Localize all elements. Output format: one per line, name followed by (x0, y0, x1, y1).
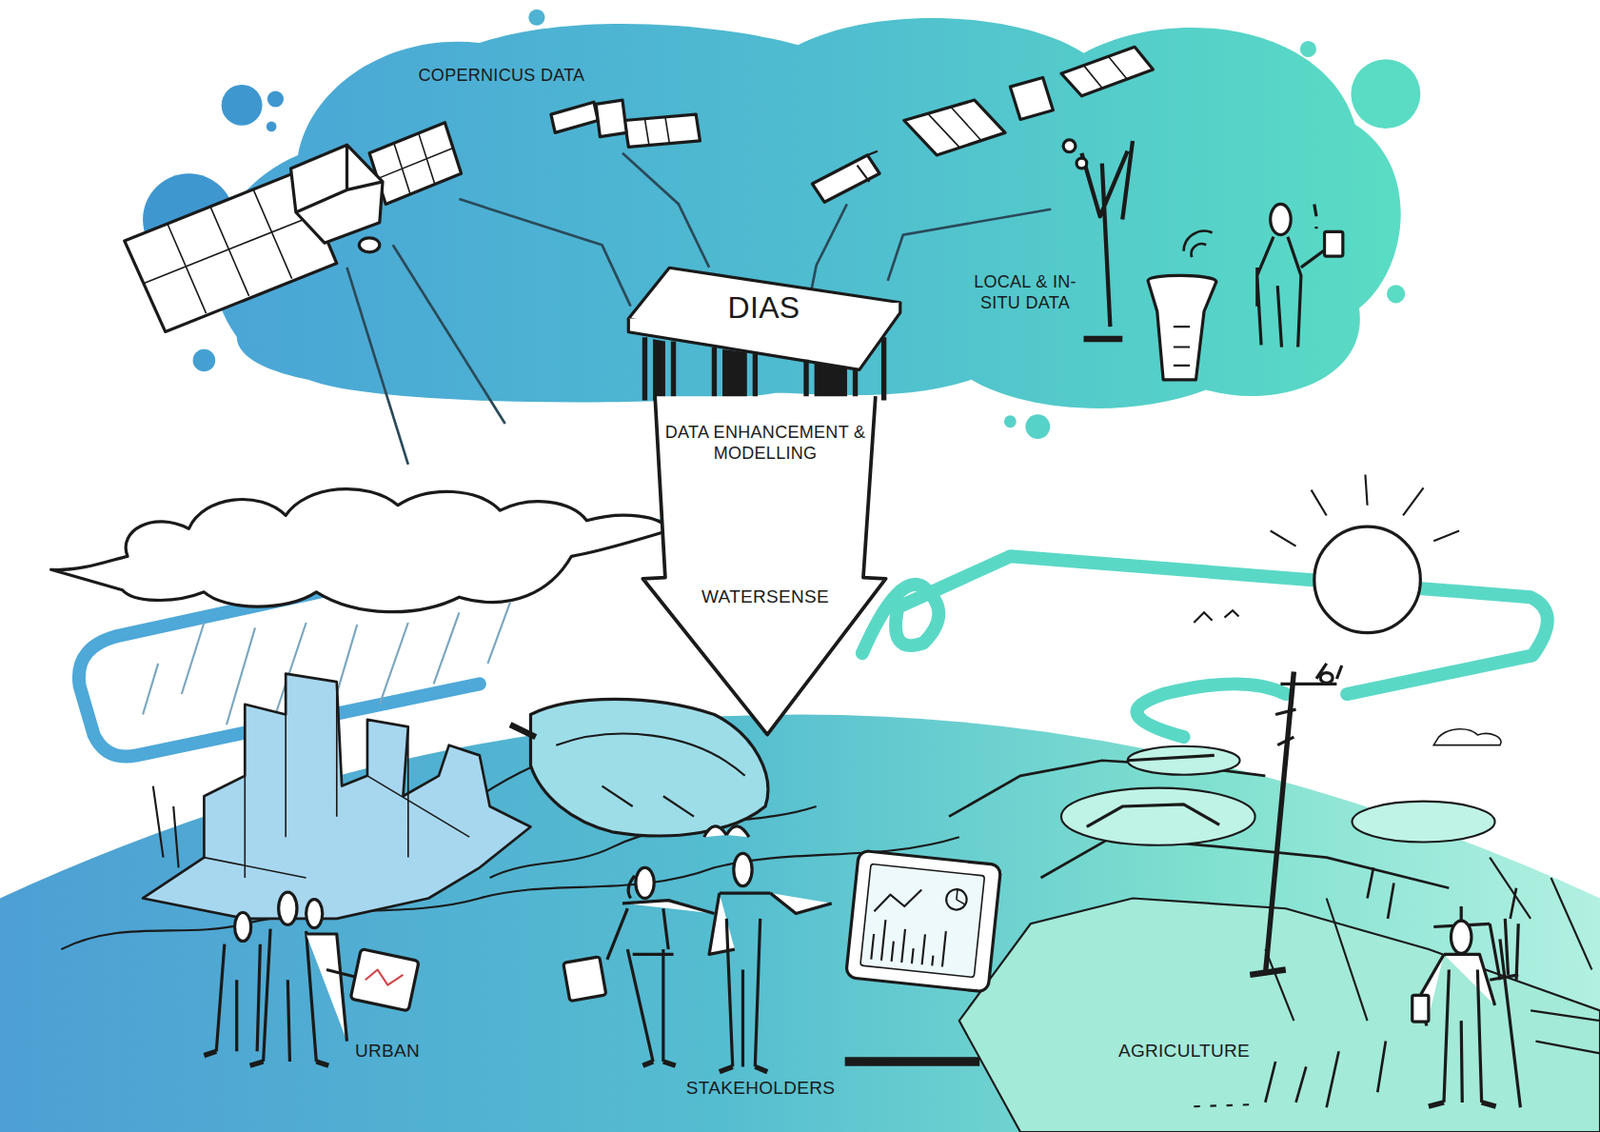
satellite-small (551, 99, 880, 202)
land-areas (948, 746, 1600, 1132)
shape-outline (644, 336, 884, 400)
satellite-right (904, 46, 1154, 156)
node-title: DIAS (669, 289, 860, 326)
reservoir-dam (510, 698, 769, 837)
shape-outline (642, 395, 886, 734)
people-urban (203, 891, 419, 1066)
node-title: DATA ENHANCEMENT & MODELLING (664, 422, 867, 464)
scene-label: AGRICULTURE (1118, 1040, 1250, 1063)
platform-building (624, 263, 904, 407)
scene-label: LOCAL & IN-SITU DATA (962, 272, 1088, 314)
sun (1193, 474, 1502, 746)
scene-label: COPERNICUS DATA (418, 65, 586, 87)
satellite-large (124, 122, 462, 333)
platform-node: DIAS (624, 263, 904, 407)
tablet-chart (846, 849, 1002, 992)
scene-label: URBAN (355, 1040, 420, 1063)
node-subtitle: WATERSENSE (679, 586, 851, 609)
rain-cloud (51, 489, 670, 735)
arrow-node: DATA ENHANCEMENT & MODELLING WATERSENSE (638, 394, 892, 741)
scene-label: STAKEHOLDERS (686, 1077, 835, 1100)
city (142, 673, 531, 919)
shape-outline (652, 338, 848, 400)
river-outlines (60, 745, 959, 949)
insitu-sensors (1063, 139, 1344, 380)
sky-blob (142, 9, 1421, 439)
